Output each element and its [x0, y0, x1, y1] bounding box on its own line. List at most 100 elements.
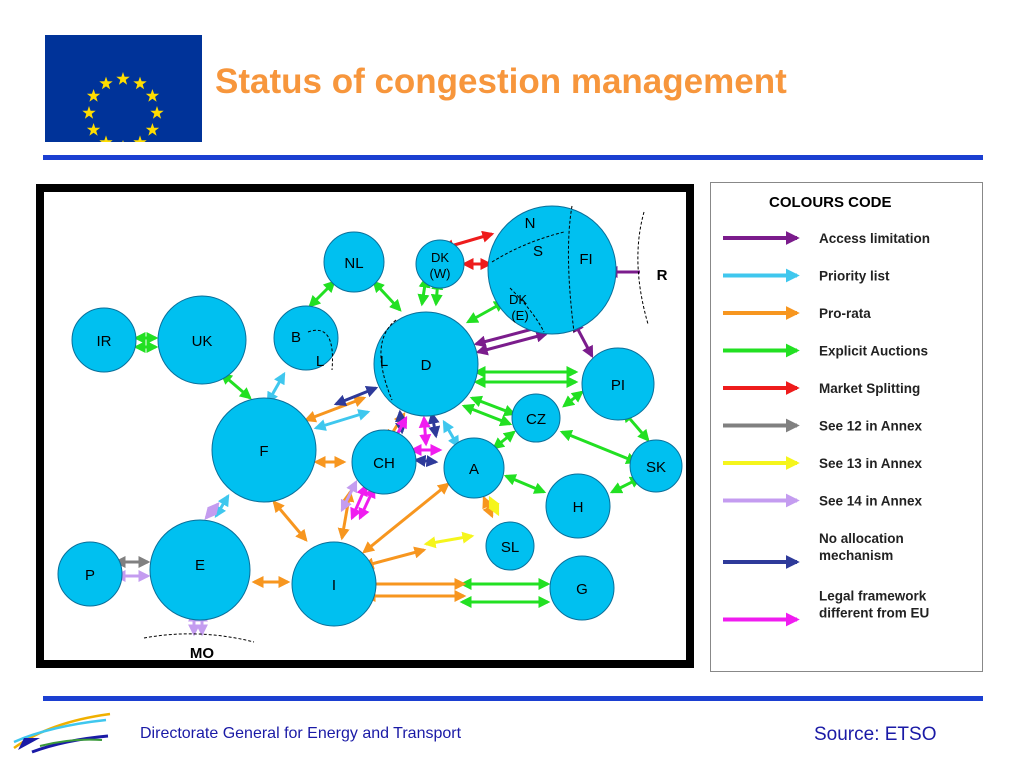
node-e [149, 519, 251, 621]
edge-ch-i [350, 483, 368, 521]
logo-swoosh-icon [13, 712, 111, 754]
edge-i-sl [361, 546, 427, 570]
node-g [549, 555, 615, 621]
footer-organization: Directorate General for Energy and Trans… [140, 725, 462, 742]
label-p: P [85, 567, 95, 584]
eu-star-icon [86, 89, 101, 102]
edge-d-a-3 [418, 415, 432, 447]
eu-flag [45, 35, 202, 153]
top-divider [43, 155, 983, 160]
label-dke-1: DK [509, 292, 527, 307]
legend-label-9-line2: different from EU [819, 606, 929, 621]
label-dke-2: (E) [511, 308, 528, 323]
edge-d-dke [465, 300, 507, 324]
network-svg: IR UK NL DK (W) N S FI DK (E) R B L D L … [57, 205, 683, 660]
eu-star-icon [116, 72, 130, 85]
legend-label-7: See 14 in Annex [819, 494, 923, 509]
node-cz [511, 393, 561, 443]
label-mo: MO [190, 645, 214, 660]
label-d: D [421, 357, 432, 374]
label-uk: UK [192, 333, 213, 350]
edge-ch-i-3 [340, 479, 358, 513]
label-i: I [332, 577, 336, 594]
label-sl: SL [501, 539, 519, 556]
legend-label-8: No allocation [819, 531, 904, 546]
eu-star-icon [99, 135, 113, 149]
label-nl: NL [344, 255, 363, 272]
node-nordic [487, 205, 617, 335]
eu-star-icon [133, 76, 147, 90]
node-ir [71, 307, 137, 373]
node-a [443, 437, 505, 499]
node-d [373, 311, 479, 417]
label-cz: CZ [526, 411, 546, 428]
eu-star-icon [86, 123, 101, 136]
label-b: B [291, 329, 301, 346]
legend-label-3: Explicit Auctions [819, 344, 928, 359]
label-sk: SK [646, 459, 666, 476]
label-h: H [573, 499, 584, 516]
divider-b-l [307, 329, 333, 371]
label-g: G [576, 581, 588, 598]
dg-tren-logo [10, 712, 114, 759]
label-b-l: L [316, 353, 324, 370]
edge-d-a-2 [427, 411, 441, 439]
page-title: Status of congestion management [215, 62, 787, 101]
eu-star-icon [82, 106, 96, 119]
eu-star-icon [145, 123, 160, 136]
label-ir: IR [97, 333, 112, 350]
node-f [211, 397, 317, 503]
edge-e-f-2 [204, 502, 220, 520]
node-dkw [415, 239, 465, 289]
edge-f-d-3 [333, 385, 379, 407]
node-nl [323, 231, 385, 293]
divider-d-l [380, 319, 397, 401]
node-ch [351, 429, 417, 495]
edge-d-a [442, 419, 460, 449]
footer-source: Source: ETSO [814, 724, 937, 745]
eu-stars-icon [82, 72, 164, 153]
legend-label-0: Access limitation [819, 231, 930, 246]
edge-d-cz-2 [461, 403, 513, 427]
eu-star-icon [133, 135, 147, 149]
node-p [57, 541, 123, 607]
label-dkw-2: (W) [430, 266, 451, 281]
edge-nl-d [372, 280, 402, 312]
edge-cz-a [492, 430, 516, 450]
edge-f-d-2 [313, 409, 371, 431]
divider-nordic-2 [567, 205, 575, 333]
edge-a-h [503, 474, 547, 494]
edge-uk-f [220, 372, 252, 400]
label-d-l: L [380, 353, 388, 370]
legend-label-2: Pro-rata [819, 306, 871, 321]
label-ch: CH [373, 455, 395, 472]
divider-r [637, 211, 649, 325]
node-sk [629, 439, 683, 493]
eu-star-icon [116, 140, 130, 153]
label-r: R [657, 267, 668, 284]
edge-nl-b [308, 280, 336, 308]
divider-nordic-3 [509, 287, 545, 333]
edge-a-sl-2 [488, 495, 500, 517]
legend-title: COLOURS CODE [769, 194, 892, 211]
legend-label-8-line2: mechanism [819, 548, 893, 563]
bottom-divider [43, 696, 983, 701]
divider-mo [143, 633, 255, 643]
eu-star-icon [145, 89, 160, 102]
legend-label-6: See 13 in Annex [819, 456, 923, 471]
node-uk [157, 295, 247, 385]
node-i [291, 541, 377, 627]
edge-ch-i-2 [358, 485, 376, 521]
node-b [273, 305, 339, 371]
edge-f-b [266, 371, 286, 405]
label-s: S [533, 243, 543, 260]
edge-ch-a [413, 454, 439, 468]
node-pl [581, 347, 655, 421]
edge-cz-pl [562, 390, 584, 408]
label-fi: FI [579, 251, 592, 268]
edge-d-nordic-2 [475, 330, 549, 356]
congestion-network-diagram: IR UK NL DK (W) N S FI DK (E) R B L D L … [36, 184, 694, 668]
legend-label-5: See 12 in Annex [819, 419, 923, 434]
edge-f-i [272, 500, 308, 542]
